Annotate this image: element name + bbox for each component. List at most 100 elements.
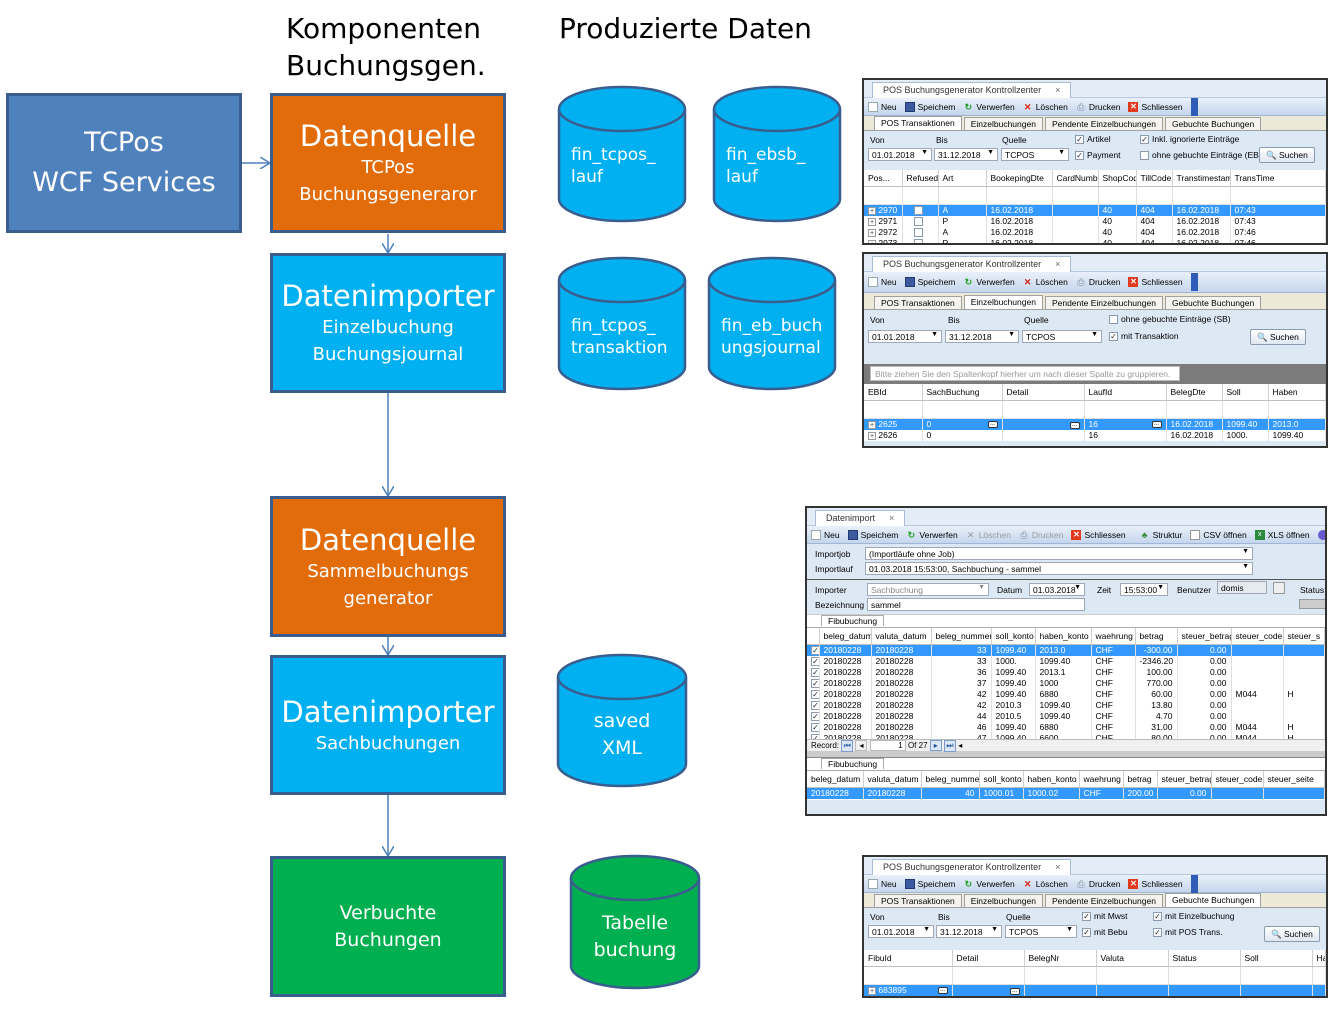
column-header[interactable]: betrag [1135,628,1178,645]
table-row[interactable]: ✓2018022820180228471099.406600CHF80.000.… [807,733,1325,744]
document-tab[interactable]: Datenimport× [815,510,906,526]
von-date-picker[interactable]: 01.01.2018▼ [868,148,932,161]
tab-fibubuchung-2[interactable]: Fibubuchung [821,758,885,769]
artikel-checkbox[interactable]: ✓Artikel [1075,134,1111,145]
checkbox-checked-icon[interactable]: ✓ [811,690,819,700]
print-button[interactable]: ⎙Drucken [1076,879,1120,889]
column-header[interactable]: beleg_datum [807,771,864,788]
close-tab-icon[interactable]: × [1055,259,1061,269]
column-header[interactable]: beleg_datum [819,628,872,645]
more-button[interactable]: Se [1317,529,1325,540]
column-header[interactable]: CardNumber [1052,170,1099,187]
row-checkbox-cell[interactable]: ✓ [807,700,820,711]
tab-gebuchte-buchungen[interactable]: Gebuchte Buchungen [1164,893,1262,907]
print-button[interactable]: ⎙Drucken [1019,530,1063,540]
new-button[interactable]: Neu [811,529,840,540]
row-checkbox-cell[interactable]: ✓ [807,722,820,733]
column-header[interactable]: Detail [1002,384,1085,401]
discard-button[interactable]: ↻Verwerfen [963,102,1015,112]
discard-button[interactable]: ↻Verwerfen [963,277,1015,287]
mit-bebu-checkbox[interactable]: ✓mit Bebu [1082,927,1128,938]
column-header[interactable]: Transtimestamp [1172,170,1231,187]
quelle-select[interactable]: TCPOS▼ [1001,148,1069,161]
checkbox-checked-icon[interactable]: ✓ [811,701,819,711]
delete-button[interactable]: ✕Löschen [1023,277,1068,287]
datum-picker[interactable]: 01.03.2018▼ [1029,583,1085,596]
filter-cell[interactable] [986,186,1053,205]
close-tab-icon[interactable]: × [1055,85,1061,95]
expand-plus-icon[interactable]: + [868,207,876,215]
von-date-picker[interactable]: 01.01.2018▼ [868,330,942,343]
checkbox-checked-icon[interactable]: ✓ [811,668,819,678]
filter-cell[interactable] [1312,966,1326,985]
close-button[interactable]: ✕Schliessen [1128,101,1183,112]
tab-pos-transaktionen[interactable]: POS Transaktionen [874,894,962,907]
ellipsis-button-icon[interactable]: ... [1151,421,1162,428]
row-checkbox-cell[interactable]: ✓ [807,667,820,678]
column-header[interactable]: soll_konto [979,771,1024,788]
delete-button[interactable]: ✕Löschen [1023,879,1068,889]
column-header[interactable]: EBId [864,384,923,401]
tab-gebuchte-buchungen[interactable]: Gebuchte Buchungen [1164,117,1262,130]
ellipsis-button-icon[interactable]: ... [987,421,998,428]
tab-pendente-einzelbuchungen[interactable]: Pendente Einzelbuchungen [1044,296,1163,309]
importer-select[interactable]: Sachbuchung▼ [867,583,989,596]
ellipsis-button-icon[interactable]: ... [937,987,948,994]
filter-cell[interactable] [938,186,987,205]
filter-cell[interactable] [1268,400,1326,419]
expand-plus-icon[interactable]: + [868,987,876,995]
save-button[interactable]: Speichem [904,878,955,889]
group-by-hint[interactable]: Bitte ziehen Sie den Spaltenkopf hierher… [870,366,1180,381]
new-button[interactable]: Neu [868,101,897,112]
column-header[interactable]: Pos... [864,170,903,187]
importlauf-select[interactable]: 01.03.2018 15:53:00, Sachbuchung - samme… [865,562,1253,575]
column-header[interactable]: haben_konto [1023,771,1080,788]
column-header[interactable]: ShopCode [1098,170,1137,187]
row-checkbox-cell[interactable]: ✓ [807,711,820,722]
tab-einzelbuchungen[interactable]: Einzelbuchungen [963,894,1043,907]
checkbox-checked-icon[interactable]: ✓ [811,679,819,689]
filter-cell[interactable] [1084,400,1167,419]
mit-transaktion-checkbox[interactable]: ✓mit Transaktion [1109,331,1179,342]
expand-plus-icon[interactable]: + [868,229,876,237]
filter-cell[interactable] [1002,400,1085,419]
filter-cell[interactable] [864,400,923,419]
column-header[interactable]: steuer_s [1283,628,1325,645]
toolbar-overflow-grip[interactable] [1190,273,1198,291]
importjob-select[interactable]: (Importläufe ohne Job)▼ [865,547,1253,560]
tab-pos-transaktionen[interactable]: POS Transaktionen [874,296,962,309]
bis-date-picker[interactable]: 31.12.2018▼ [934,148,998,161]
ellipsis-button-icon[interactable]: ... [1069,422,1080,429]
filter-cell[interactable] [1166,400,1223,419]
column-header[interactable]: Haben [1268,384,1326,401]
filter-cell[interactable] [922,400,1003,419]
refused-checkbox[interactable] [914,239,923,243]
search-button[interactable]: 🔍 Suchen [1264,926,1320,942]
structure-button[interactable]: ♣Struktur [1140,530,1183,540]
bis-date-picker[interactable]: 31.12.2018▼ [936,925,1002,938]
zeit-picker[interactable]: 15:53:00▼ [1120,583,1168,596]
column-header[interactable]: betrag [1123,771,1158,788]
filter-cell[interactable] [1240,966,1313,985]
column-header[interactable]: BookepingDte [986,170,1053,187]
close-button[interactable]: ✕Schliessen [1128,878,1183,889]
mit-pos-trans-checkbox[interactable]: ✓mit POS Trans. [1153,927,1223,938]
quelle-select[interactable]: TCPOS▼ [1005,925,1077,938]
tab-pos-transaktionen[interactable]: POS Transaktionen [874,116,962,130]
print-button[interactable]: ⎙Drucken [1076,277,1120,287]
discard-button[interactable]: ↻Verwerfen [963,879,1015,889]
column-header[interactable]: BelegNr [1024,950,1097,967]
close-button[interactable]: ✕Schliessen [1071,529,1126,540]
discard-button[interactable]: ↻Verwerfen [906,530,958,540]
column-header[interactable]: steuer_betrag [1177,628,1232,645]
column-header[interactable]: LaufId [1084,384,1167,401]
bezeichnung-input[interactable]: sammel [867,598,1085,611]
